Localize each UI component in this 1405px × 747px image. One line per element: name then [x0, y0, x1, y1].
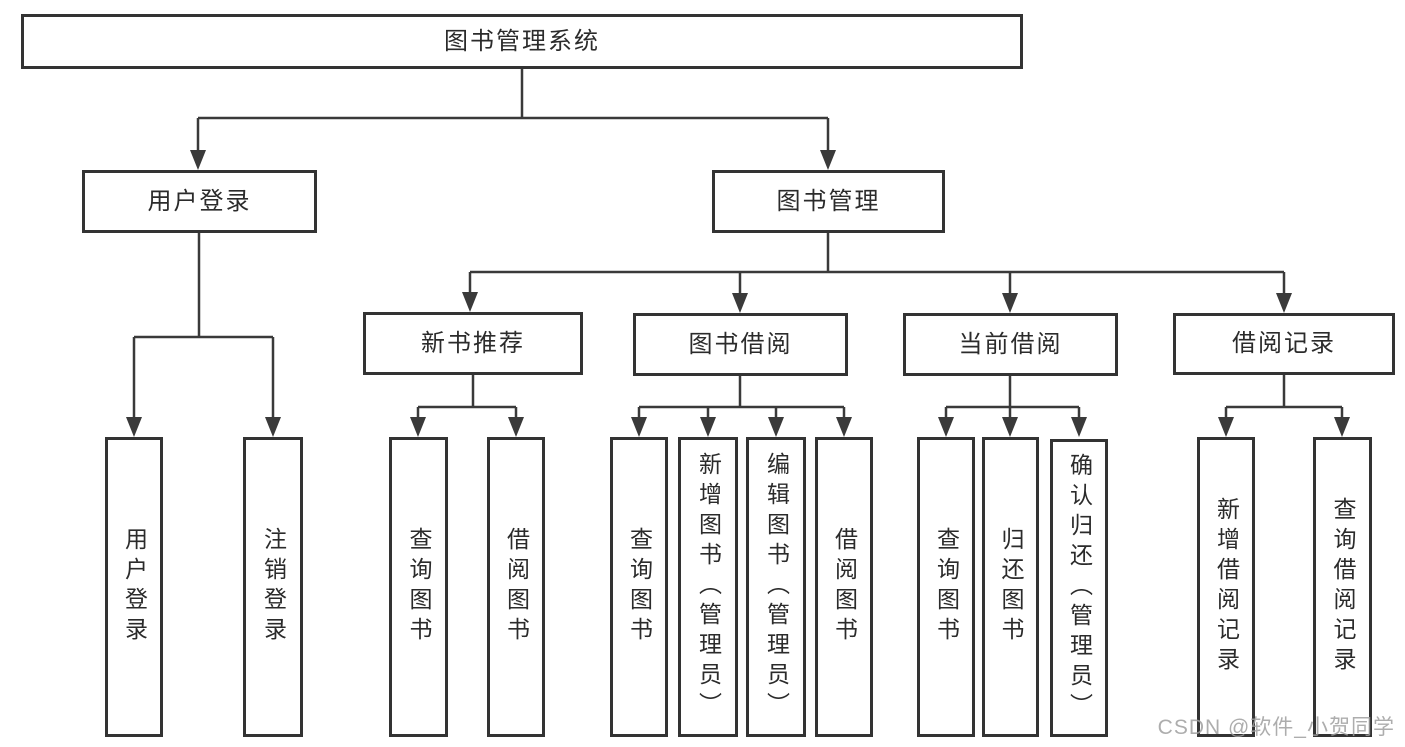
leaf-borrow-add-book-admin: 新增图书（管理员）	[678, 437, 738, 737]
leaf-current-confirm-return-admin: 确认归还（管理员）	[1050, 439, 1108, 737]
node-user-login: 用户登录	[82, 170, 317, 233]
leaf-current-return-book: 归还图书	[982, 437, 1039, 737]
node-current-borrowing: 当前借阅	[903, 313, 1118, 376]
leaf-newrec-query-book: 查询图书	[389, 437, 448, 737]
node-root-book-management-system: 图书管理系统	[21, 14, 1023, 69]
node-book-borrowing: 图书借阅	[633, 313, 848, 376]
leaf-borrow-query-book: 查询图书	[610, 437, 668, 737]
leaf-records-add-borrow-record: 新增借阅记录	[1197, 437, 1255, 737]
node-book-management: 图书管理	[712, 170, 945, 233]
leaf-newrec-borrow-book: 借阅图书	[487, 437, 545, 737]
arrowheads	[126, 150, 1350, 437]
leaf-user-login: 用户登录	[105, 437, 163, 737]
node-borrow-records: 借阅记录	[1173, 313, 1395, 375]
connector-path	[132, 69, 1344, 419]
leaf-borrow-borrow-book: 借阅图书	[815, 437, 873, 737]
leaf-borrow-edit-book-admin: 编辑图书（管理员）	[746, 437, 806, 737]
leaf-current-query-book: 查询图书	[917, 437, 975, 737]
csdn-watermark: CSDN @软件_小贺同学	[1157, 716, 1395, 739]
leaf-logout-login: 注销登录	[243, 437, 303, 737]
leaf-records-query-borrow-record: 查询借阅记录	[1313, 437, 1372, 737]
node-new-book-recommend: 新书推荐	[363, 312, 583, 375]
